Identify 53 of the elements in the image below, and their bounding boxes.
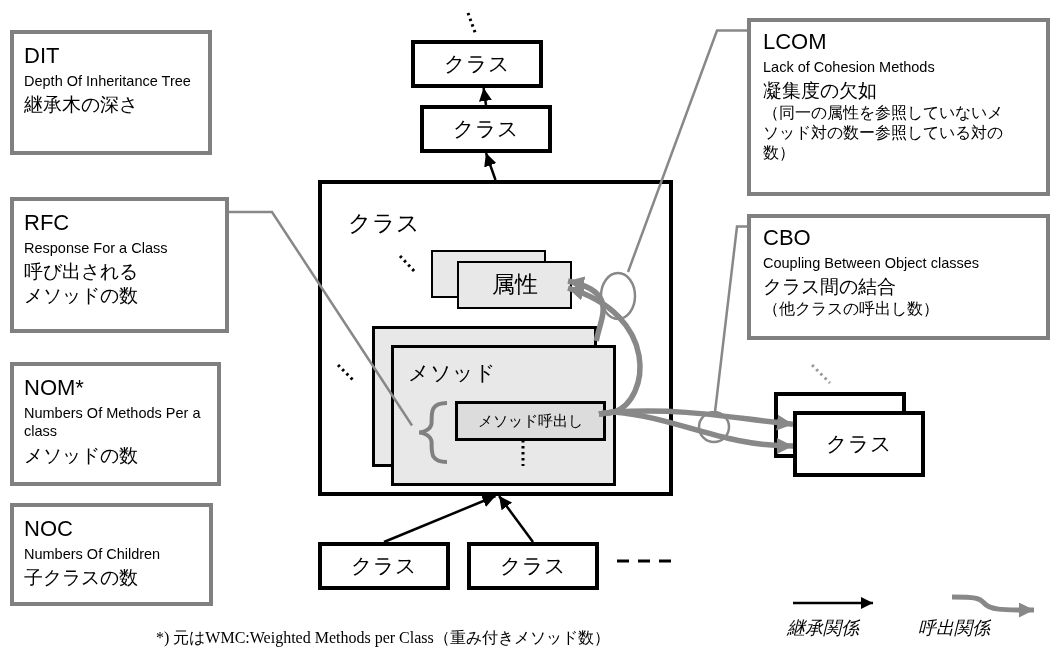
metric-abbreviation: DIT — [24, 42, 61, 70]
call-arrow — [567, 277, 606, 342]
metric-meaning: メソッドの数 — [24, 444, 139, 468]
attribute-label: 属性 — [491, 271, 538, 299]
inheritance-arrow — [484, 152, 497, 181]
metric-full-name: Numbers Of Children — [24, 544, 162, 564]
class-label: クラス — [444, 51, 510, 77]
metric-meaning: 凝集度の欠如 — [763, 79, 878, 104]
method-call-label: メソッド呼出し — [478, 412, 583, 430]
class-box — [420, 105, 552, 153]
metric-box — [747, 214, 1050, 340]
class-label: クラス — [348, 210, 421, 238]
leader-line — [229, 210, 414, 427]
leader-line — [599, 29, 749, 321]
metric-formula: （同一の属性を参照していないメソッド対の数ー参照している対の数） — [763, 103, 1003, 164]
inheritance-arrow — [479, 87, 492, 106]
class-label: クラス — [826, 431, 892, 457]
class-box — [467, 542, 599, 590]
metric-full-name: Numbers Of Methods Per a class — [24, 403, 202, 442]
metric-full-name: Depth Of Inheritance Tree — [24, 71, 192, 91]
call-arrow — [598, 409, 794, 454]
metric-abbreviation: RFC — [24, 209, 71, 237]
method-call-box — [455, 401, 606, 441]
metric-abbreviation: LCOM — [763, 28, 828, 56]
class-label: クラス — [351, 553, 417, 579]
class-label: クラス — [500, 553, 566, 579]
inheritance-arrow — [498, 495, 534, 543]
class-label: クラス — [453, 116, 519, 142]
metric-full-name: Coupling Between Object classes — [763, 253, 980, 273]
metric-box — [10, 197, 229, 333]
inheritance-arrow — [383, 494, 496, 544]
metric-meaning: 呼び出されるメソッドの数 — [24, 260, 139, 308]
metric-box — [10, 362, 221, 486]
method-label: メソッド — [408, 360, 497, 386]
footnote: *) 元はWMC:Weighted Methods per Class（重み付きメソッド数） — [156, 628, 610, 649]
metric-abbreviation: CBO — [763, 224, 812, 252]
class-box — [318, 542, 450, 590]
metric-meaning: クラス間の結合 — [763, 275, 897, 300]
class-box — [318, 180, 673, 496]
metric-box — [10, 30, 212, 155]
legend-label: 継承関係 — [787, 617, 859, 640]
metric-box — [747, 18, 1050, 196]
metric-full-name: Lack of Cohesion Methods — [763, 57, 936, 77]
metric-meaning: 継承木の深さ — [24, 93, 139, 118]
brace — [419, 401, 447, 464]
metric-full-name: Response For a Class — [24, 238, 169, 258]
metric-abbreviation: NOM* — [24, 374, 85, 402]
class-box — [411, 40, 543, 88]
legend-label: 呼出関係 — [918, 617, 990, 640]
metric-meaning: 子クラスの数 — [24, 566, 139, 591]
metric-abbreviation: NOC — [24, 515, 74, 543]
metric-box — [10, 503, 213, 606]
metric-formula: （他クラスの呼出し数） — [763, 299, 940, 320]
